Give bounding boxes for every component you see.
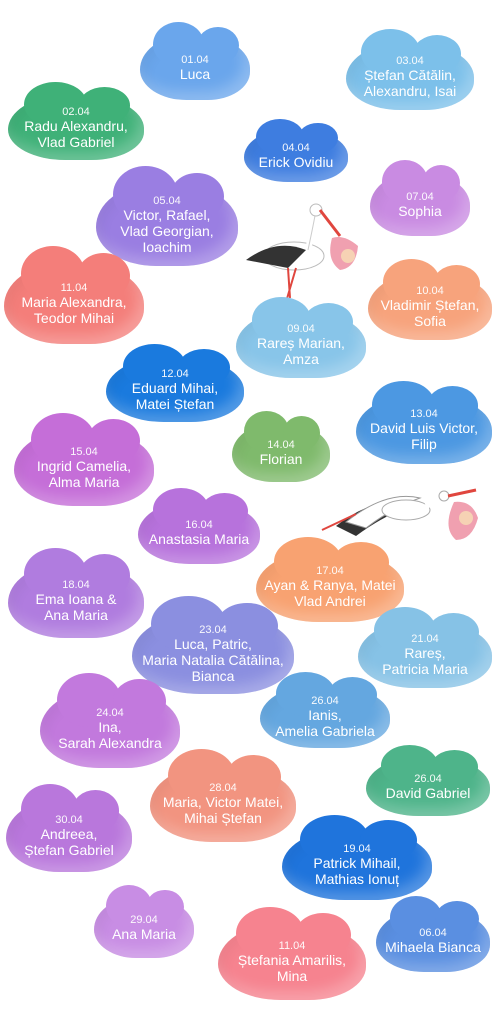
cloud-date: 18.04: [62, 579, 90, 591]
cloud-date: 09.04: [287, 323, 315, 335]
cloud-names: Ștefania Amarilis,Mina: [237, 952, 347, 984]
stork-illustration-1: [246, 203, 358, 303]
cloud-names: Radu Alexandru,Vlad Gabriel: [24, 118, 128, 150]
cloud-names: Maria Alexandra,Teodor Mihai: [21, 294, 127, 326]
cloud-date: 16.04: [185, 519, 213, 531]
cloud-names: Sophia: [398, 203, 442, 219]
cloud-names: Anastasia Maria: [148, 531, 250, 547]
cloud-date: 11.04: [278, 940, 306, 952]
cloud-names: Victor, Rafael,Vlad Georgian,Ioachim: [120, 207, 214, 255]
cloud-date: 14.04: [267, 439, 295, 451]
cloud-date: 10.04: [416, 285, 444, 297]
cloud-names: Ana Maria: [112, 926, 176, 942]
cloud-date: 13.04: [410, 408, 438, 420]
cloud-date: 24.04: [96, 707, 124, 719]
cloud-date: 12.04: [161, 368, 189, 380]
cloud-names: Eduard Mihai,Matei Ștefan: [131, 380, 219, 412]
cloud-names: Mihaela Bianca: [385, 939, 481, 955]
cloud-date: 21.04: [411, 633, 439, 645]
cloud-names: Ianis,Amelia Gabriela: [275, 707, 375, 739]
cloud-names: Ștefan Cătălin,Alexandru, Isai: [363, 67, 457, 99]
cloud-date: 19.04: [343, 843, 371, 855]
cloud-date: 17.04: [316, 565, 344, 577]
cloud-date: 23.04: [199, 624, 227, 636]
cloud-date: 11.04: [60, 282, 88, 294]
cloud-names: Rareș,Patricia Maria: [382, 645, 468, 677]
cloud-names: Erick Ovidiu: [258, 154, 334, 170]
cloud-names: Ina,Sarah Alexandra: [58, 719, 162, 751]
cloud-date: 03.04: [396, 55, 424, 67]
cloud-date: 29.04: [130, 914, 158, 926]
cloud-names: Luca, Patric,Maria Natalia Cătălina,Bian…: [142, 636, 284, 684]
cloud-names: Rareș Marian,Amza: [257, 335, 345, 367]
cloud-names: Ingrid Camelia,Alma Maria: [36, 458, 132, 490]
cloud-date: 30.04: [55, 814, 83, 826]
cloud-names: Patrick Mihail,Mathias Ionuț: [313, 855, 401, 887]
cloud-names: Florian: [259, 451, 303, 467]
cloud-names: Maria, Victor Matei,Mihai Ștefan: [162, 794, 284, 826]
cloud-date: 06.04: [419, 927, 447, 939]
cloud-date: 26.04: [414, 773, 442, 785]
cloud-date: 04.04: [282, 142, 310, 154]
cloud-date: 07.04: [406, 191, 434, 203]
cloud-names: David Luis Victor,Filip: [370, 420, 478, 452]
cloud-date: 05.04: [153, 195, 181, 207]
cloud-names: Luca: [179, 66, 211, 82]
cloud-names: Andreea,Ștefan Gabriel: [24, 826, 114, 858]
cloud-date: 02.04: [62, 106, 90, 118]
cloud-names: David Gabriel: [385, 785, 471, 801]
cloud-date: 15.04: [70, 446, 98, 458]
cloud-names: Vladimir Ștefan,Sofia: [380, 297, 480, 329]
cloud-date: 01.04: [181, 54, 209, 66]
cloud-names: Ema Ioana &Ana Maria: [35, 591, 117, 623]
cloud-date: 28.04: [209, 782, 237, 794]
stork-illustration-2: [321, 488, 478, 540]
cloud-date: 26.04: [311, 695, 339, 707]
